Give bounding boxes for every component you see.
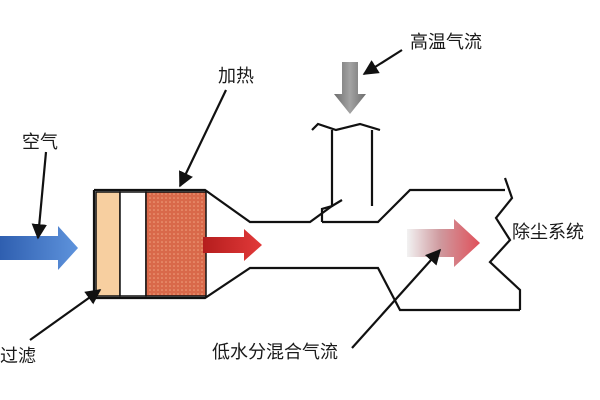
duct-chamber-bottom: [94, 266, 520, 312]
label-dust-removal: 除尘系统: [512, 222, 584, 243]
heat-flow-arrow: [203, 229, 262, 261]
gap-block: [119, 191, 147, 297]
duct-outline: [92, 122, 522, 312]
leader-air: [31, 151, 48, 240]
leader-mixed-airflow: [351, 248, 442, 349]
duct-main-top: [322, 188, 505, 224]
air-flow-arrow: [0, 226, 78, 270]
filter-block: [95, 191, 121, 297]
label-heating: 加热: [218, 66, 254, 87]
leader-heating: [179, 89, 227, 188]
duct-break-right: [488, 177, 522, 310]
duct-inlet-left: [320, 130, 334, 222]
leader-lines: [29, 49, 442, 349]
leader-hot-air: [362, 49, 403, 75]
label-filter: 过滤: [0, 346, 36, 367]
label-air: 空气: [22, 132, 58, 153]
hot-air-arrow: [334, 62, 366, 114]
heater-block: [145, 191, 207, 297]
leader-filter: [29, 289, 102, 341]
label-hot-airflow: 高温气流: [410, 32, 482, 53]
mixed-flow-arrow: [407, 219, 480, 267]
duct-inlet-inner: [331, 199, 343, 207]
duct-break-top: [311, 122, 381, 132]
duct-chamber-top: [94, 188, 333, 224]
label-mixed-airflow: 低水分混合气流: [212, 342, 338, 363]
